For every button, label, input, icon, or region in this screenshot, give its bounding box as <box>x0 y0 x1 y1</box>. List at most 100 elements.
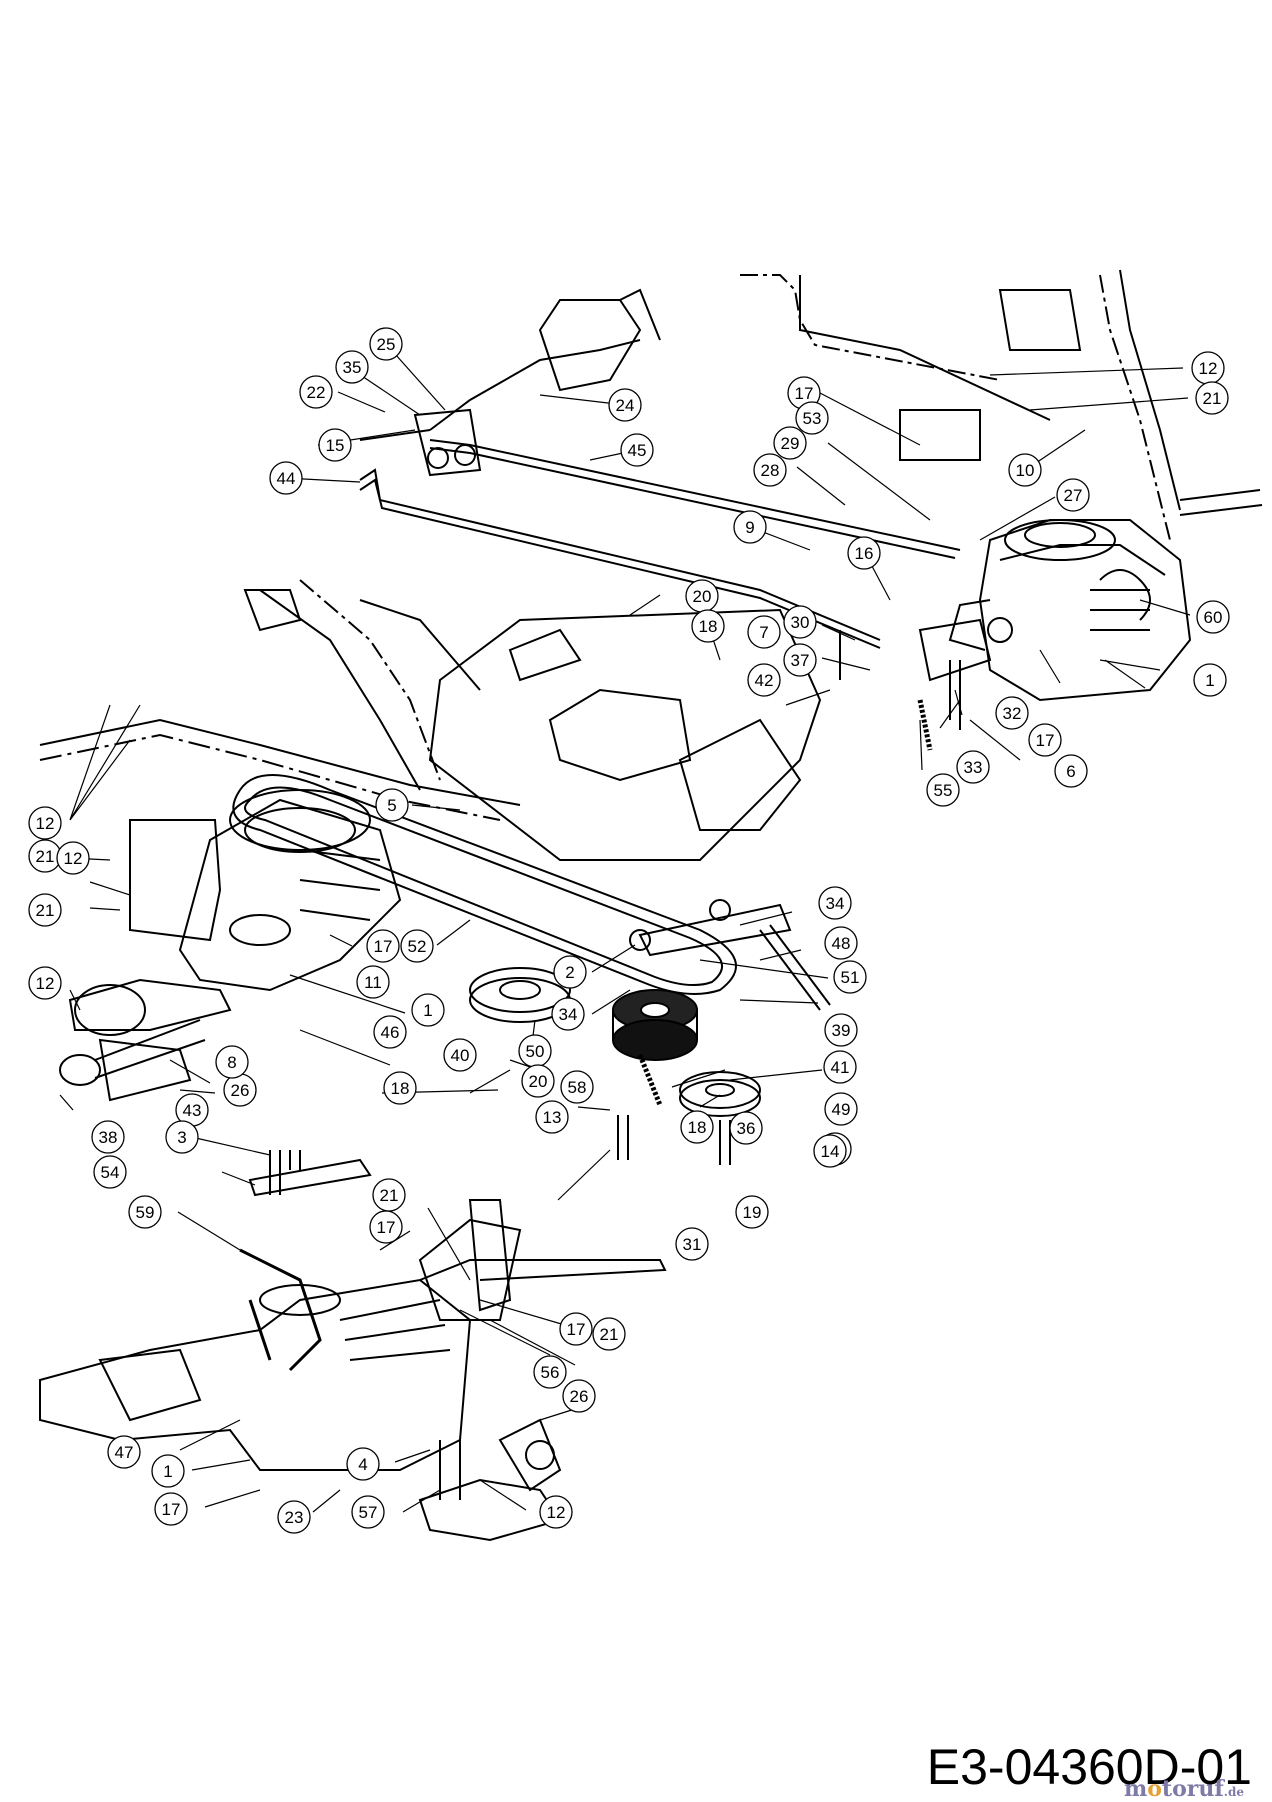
callout-bubble <box>93 1155 127 1189</box>
callout-50: 50 <box>518 1034 552 1068</box>
callout-number: 34 <box>559 1005 578 1024</box>
callout-28: 28 <box>753 453 787 487</box>
callout-20: 20 <box>685 579 719 613</box>
callout-number: 12 <box>36 814 55 833</box>
callout-number: 4 <box>358 1455 367 1474</box>
callout-bubble <box>366 929 400 963</box>
callout-bubble <box>151 1454 185 1488</box>
callout-number: 18 <box>688 1118 707 1137</box>
callout-number: 17 <box>374 937 393 956</box>
callout-number: 46 <box>381 1023 400 1042</box>
callout-number: 40 <box>451 1046 470 1065</box>
callout-number: 8 <box>227 1053 236 1072</box>
callout-bubble <box>956 750 990 784</box>
callout-bubble <box>733 510 767 544</box>
callout-8: 8 <box>215 1045 249 1079</box>
callout-number: 17 <box>795 384 814 403</box>
callout-27: 27 <box>1056 478 1090 512</box>
fastener-pins <box>269 660 961 1195</box>
callout-number: 13 <box>543 1108 562 1127</box>
callout-bubble <box>680 1110 714 1144</box>
callout-bubble <box>154 1492 188 1526</box>
callout-number: 16 <box>855 544 874 563</box>
callout-number: 12 <box>64 849 83 868</box>
callout-number: 56 <box>541 1363 560 1382</box>
callout-bubble <box>795 401 829 435</box>
callout-bubble <box>818 886 852 920</box>
callout-bubble <box>559 1312 593 1346</box>
callout-bubble <box>691 609 725 643</box>
callout-bubble <box>813 1134 847 1168</box>
callout-bubble <box>383 1071 417 1105</box>
callout-number: 25 <box>377 335 396 354</box>
callout-bubble <box>824 926 858 960</box>
leader-lines <box>59 344 1191 1513</box>
callout-5: 5 <box>375 788 409 822</box>
callout-number: 32 <box>1003 704 1022 723</box>
callout-number: 30 <box>791 613 810 632</box>
chassis-frame <box>39 269 1181 861</box>
callout-number: 24 <box>616 396 635 415</box>
callout-10: 10 <box>1008 453 1042 487</box>
drawing-id-label: E3-04360D-01 <box>926 1739 1252 1795</box>
callout-number: 29 <box>781 434 800 453</box>
callout-number: 14 <box>821 1142 840 1161</box>
callout-bubble <box>400 929 434 963</box>
callout-32: 32 <box>995 696 1029 730</box>
callout-number: 26 <box>231 1081 250 1100</box>
callout-45: 45 <box>620 433 654 467</box>
callout-bubble <box>91 1120 125 1154</box>
callout-15: 15 <box>318 428 352 462</box>
callout-49: 49 <box>824 1092 858 1126</box>
callout-number: 3 <box>177 1128 186 1147</box>
callout-29: 29 <box>773 426 807 460</box>
callout-number: 39 <box>832 1021 851 1040</box>
callout-13: 13 <box>535 1100 569 1134</box>
callout-18: 18 <box>691 609 725 643</box>
callout-number: 1 <box>423 1001 432 1020</box>
callout-bubble <box>215 1045 249 1079</box>
callout-number: 11 <box>364 973 382 992</box>
callout-number: 27 <box>1064 486 1083 505</box>
callout-number: 19 <box>743 1203 762 1222</box>
callout-bubble <box>346 1447 380 1481</box>
callout-number: 26 <box>570 1387 589 1406</box>
callout-bubble <box>535 1100 569 1134</box>
callout-18: 18 <box>680 1110 714 1144</box>
callout-bubble <box>369 327 403 361</box>
callout-12: 12 <box>28 966 62 1000</box>
callout-number: 12 <box>36 974 55 993</box>
callout-number: 10 <box>1016 461 1035 480</box>
callout-48: 48 <box>824 926 858 960</box>
callout-31: 31 <box>675 1227 709 1261</box>
callout-number: 17 <box>377 1218 396 1237</box>
callout-number: 49 <box>832 1100 851 1119</box>
callout-bubble <box>783 605 817 639</box>
callout-bubble <box>1008 453 1042 487</box>
callout-bubble <box>783 643 817 677</box>
callout-bubble <box>335 350 369 384</box>
callout-number: 35 <box>343 358 362 377</box>
callout-number: 47 <box>115 1443 134 1462</box>
callout-number: 15 <box>326 436 345 455</box>
callout-bubble <box>28 966 62 1000</box>
callout-number: 31 <box>683 1235 702 1254</box>
callout-number: 6 <box>1066 762 1075 781</box>
callout-7: 7 <box>747 615 781 649</box>
callout-bubble <box>560 1070 594 1104</box>
callout-bubble <box>533 1355 567 1389</box>
callout-number: 34 <box>826 894 845 913</box>
callout-58: 58 <box>560 1070 594 1104</box>
callout-number: 18 <box>391 1079 410 1098</box>
callout-1: 1 <box>151 1454 185 1488</box>
callout-bubble <box>675 1227 709 1261</box>
callout-21: 21 <box>372 1178 406 1212</box>
callout-43: 43 <box>175 1093 209 1127</box>
callout-17: 17 <box>559 1312 593 1346</box>
callout-number: 12 <box>1199 359 1218 378</box>
callout-36: 36 <box>729 1111 763 1145</box>
site-watermark: motoruf.de <box>1123 1776 1244 1802</box>
callout-33: 33 <box>956 750 990 784</box>
callout-bubble <box>269 461 303 495</box>
